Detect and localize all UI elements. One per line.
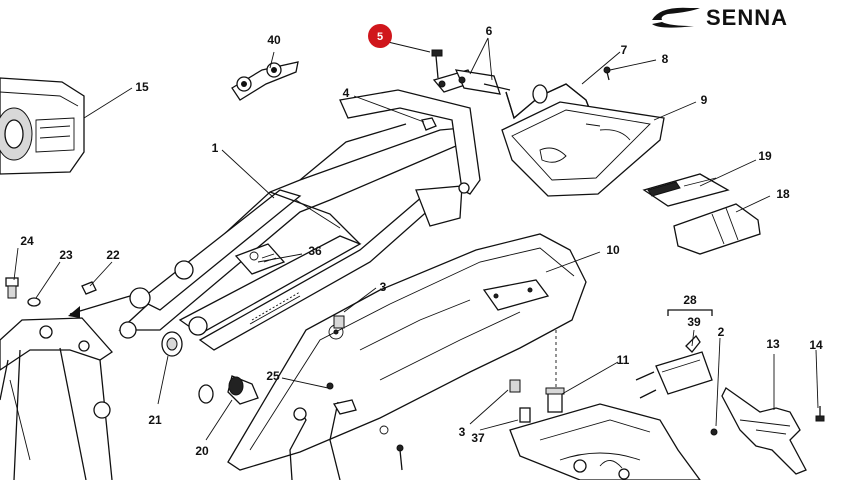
label-8: 8	[662, 52, 669, 66]
label-22: 22	[106, 248, 120, 262]
part-11-bolt	[545, 330, 565, 413]
part-28-connector	[635, 351, 713, 399]
part-40-clamp	[231, 61, 299, 101]
part-20-bushing	[198, 375, 259, 405]
brand-name: SENNA	[706, 5, 788, 30]
part-7-cable	[505, 83, 597, 127]
label-11: 11	[617, 353, 630, 367]
part-21-bushing	[161, 331, 183, 357]
label-37: 37	[471, 431, 485, 445]
part-3-spacer-upper	[333, 315, 345, 329]
label-3-upper: 3	[380, 280, 387, 294]
part-4-nut	[421, 117, 437, 131]
label-13: 13	[766, 337, 780, 351]
bracket-28	[667, 309, 713, 316]
part-25-wiring	[289, 382, 357, 480]
part-3-spacer-lower	[509, 379, 531, 423]
lower-fasteners	[379, 425, 404, 471]
label-2: 2	[718, 325, 725, 339]
label-3-lower: 3	[459, 425, 466, 439]
label-24: 24	[20, 234, 34, 248]
part-8-screw	[603, 66, 611, 81]
label-25: 25	[266, 369, 280, 383]
part-1-subframe	[118, 89, 481, 351]
label-7: 7	[621, 43, 628, 57]
senna-logo: SENNA	[652, 5, 788, 30]
part-labels: 5 1 2 3 3 4 6 7 8 9 10 11 13 14 15 18 19…	[20, 24, 823, 458]
label-40: 40	[267, 33, 281, 47]
part-15-rear-light	[0, 77, 85, 175]
part-24-bolt	[5, 277, 19, 299]
label-36: 36	[308, 244, 322, 258]
part-14-screw	[815, 406, 825, 422]
label-4: 4	[343, 86, 350, 100]
senna-logo-mark	[652, 7, 700, 28]
leader-lines	[13, 37, 819, 441]
label-23: 23	[59, 248, 73, 262]
label-18: 18	[776, 187, 790, 201]
part-22-nut	[81, 281, 97, 295]
label-14: 14	[809, 338, 823, 352]
label-1: 1	[212, 141, 219, 155]
label-20: 20	[195, 444, 209, 458]
part-6-bracket	[431, 49, 511, 95]
label-19: 19	[758, 149, 772, 163]
part-19-manual	[642, 173, 730, 207]
label-6: 6	[486, 24, 493, 38]
arrow-pointer	[68, 295, 131, 318]
label-9: 9	[701, 93, 708, 107]
part-23-washer	[27, 297, 41, 307]
label-21: 21	[148, 413, 162, 427]
label-5: 5	[377, 31, 383, 43]
part-2-screw	[710, 428, 718, 436]
label-28: 28	[683, 293, 697, 307]
main-frame-left	[0, 317, 113, 480]
highlight-badge-5	[368, 24, 392, 48]
part-9-tray	[501, 101, 665, 197]
part-10-undertray	[227, 233, 587, 471]
rear-frame-lower	[509, 403, 701, 480]
part-13-plate-bracket	[721, 387, 807, 475]
label-10: 10	[606, 243, 620, 257]
label-39: 39	[687, 315, 701, 329]
label-15: 15	[135, 80, 149, 94]
part-18-tool-roll	[673, 203, 761, 255]
